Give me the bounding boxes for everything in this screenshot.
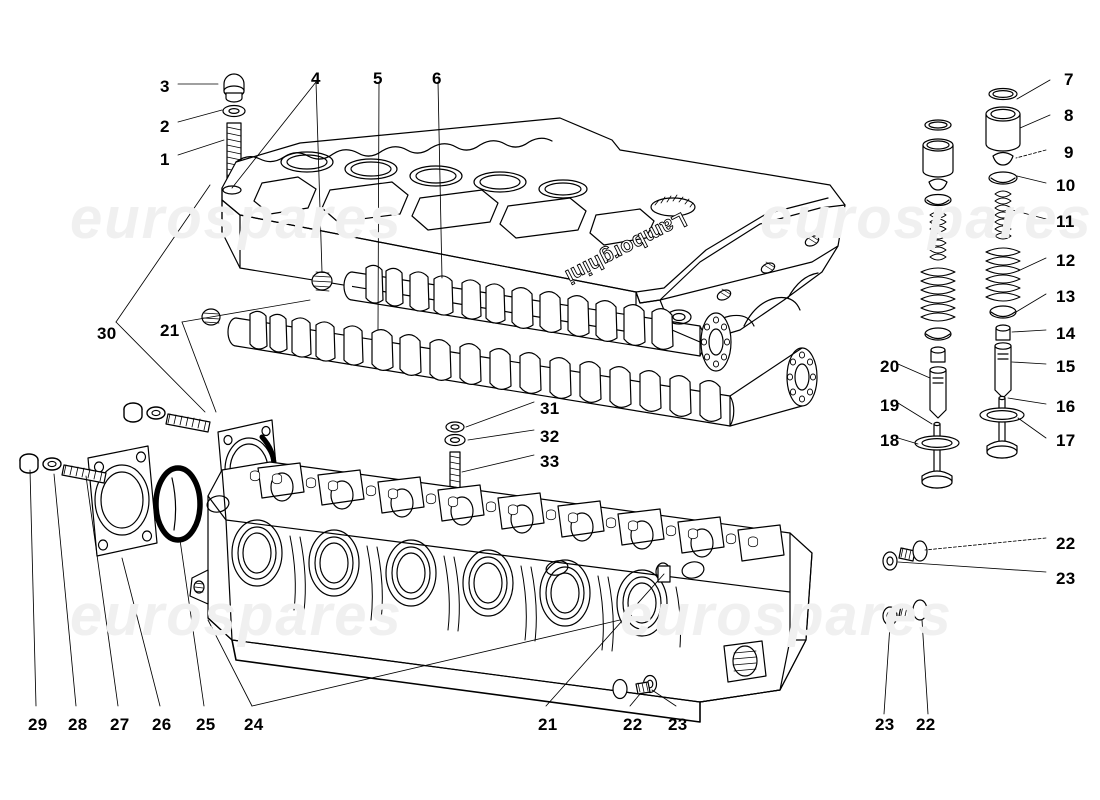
part-valve-stack-left xyxy=(914,119,960,489)
callout-21-bottom: 21 xyxy=(538,715,558,734)
callout-33: 33 xyxy=(540,452,560,471)
callout-5: 5 xyxy=(373,69,383,88)
part-bolt-washer-bottom-center xyxy=(612,674,658,700)
callout-4: 4 xyxy=(311,69,321,88)
part-stud-31-32-33 xyxy=(444,421,466,495)
callout-16: 16 xyxy=(1056,397,1076,416)
callout-10: 10 xyxy=(1056,176,1076,195)
callout-23-right: 23 xyxy=(1056,569,1076,588)
callout-26: 26 xyxy=(152,715,172,734)
callout-13: 13 xyxy=(1056,287,1076,306)
callout-22-right: 22 xyxy=(1056,534,1076,553)
part-stud-set-rear xyxy=(123,402,211,433)
callout-27: 27 xyxy=(110,715,130,734)
callout-18: 18 xyxy=(880,431,900,450)
callout-20: 20 xyxy=(880,357,900,376)
callout-6: 6 xyxy=(432,69,442,88)
callout-21-mid: 21 xyxy=(160,321,180,340)
callout-32: 32 xyxy=(540,427,560,446)
callout-17: 17 xyxy=(1056,431,1076,450)
callout-9: 9 xyxy=(1064,143,1074,162)
callout-24: 24 xyxy=(244,715,264,734)
callout-2: 2 xyxy=(160,117,170,136)
callout-7: 7 xyxy=(1064,70,1074,89)
part-cylinder-head xyxy=(189,461,813,723)
callout-23-bottom: 23 xyxy=(668,715,688,734)
callout-19: 19 xyxy=(880,396,900,415)
callout-12: 12 xyxy=(1056,251,1076,270)
part-stud-set-front xyxy=(19,453,107,484)
part-camshafts xyxy=(227,264,818,427)
callout-1: 1 xyxy=(160,150,170,169)
callout-25: 25 xyxy=(196,715,216,734)
part-cam-cover xyxy=(221,117,846,343)
callout-14: 14 xyxy=(1056,324,1076,343)
part-blanking-plug-4 xyxy=(311,271,333,292)
callout-11: 11 xyxy=(1056,212,1075,231)
part-bolt-washer-right-lower xyxy=(882,599,928,626)
part-valve-stack-right xyxy=(979,87,1025,459)
part-flange-assembly-front xyxy=(87,445,203,557)
callout-22-bottom: 22 xyxy=(623,715,643,734)
callout-30: 30 xyxy=(97,324,117,343)
callout-22-bottom-right: 22 xyxy=(916,715,936,734)
callout-31: 31 xyxy=(540,399,560,418)
callout-8: 8 xyxy=(1064,106,1074,125)
callout-15: 15 xyxy=(1056,357,1076,376)
callout-28: 28 xyxy=(68,715,88,734)
callout-23-bottom-right: 23 xyxy=(875,715,895,734)
part-bolt-washer-right-upper xyxy=(882,540,928,571)
callout-29: 29 xyxy=(28,715,48,734)
callout-3: 3 xyxy=(160,77,170,96)
